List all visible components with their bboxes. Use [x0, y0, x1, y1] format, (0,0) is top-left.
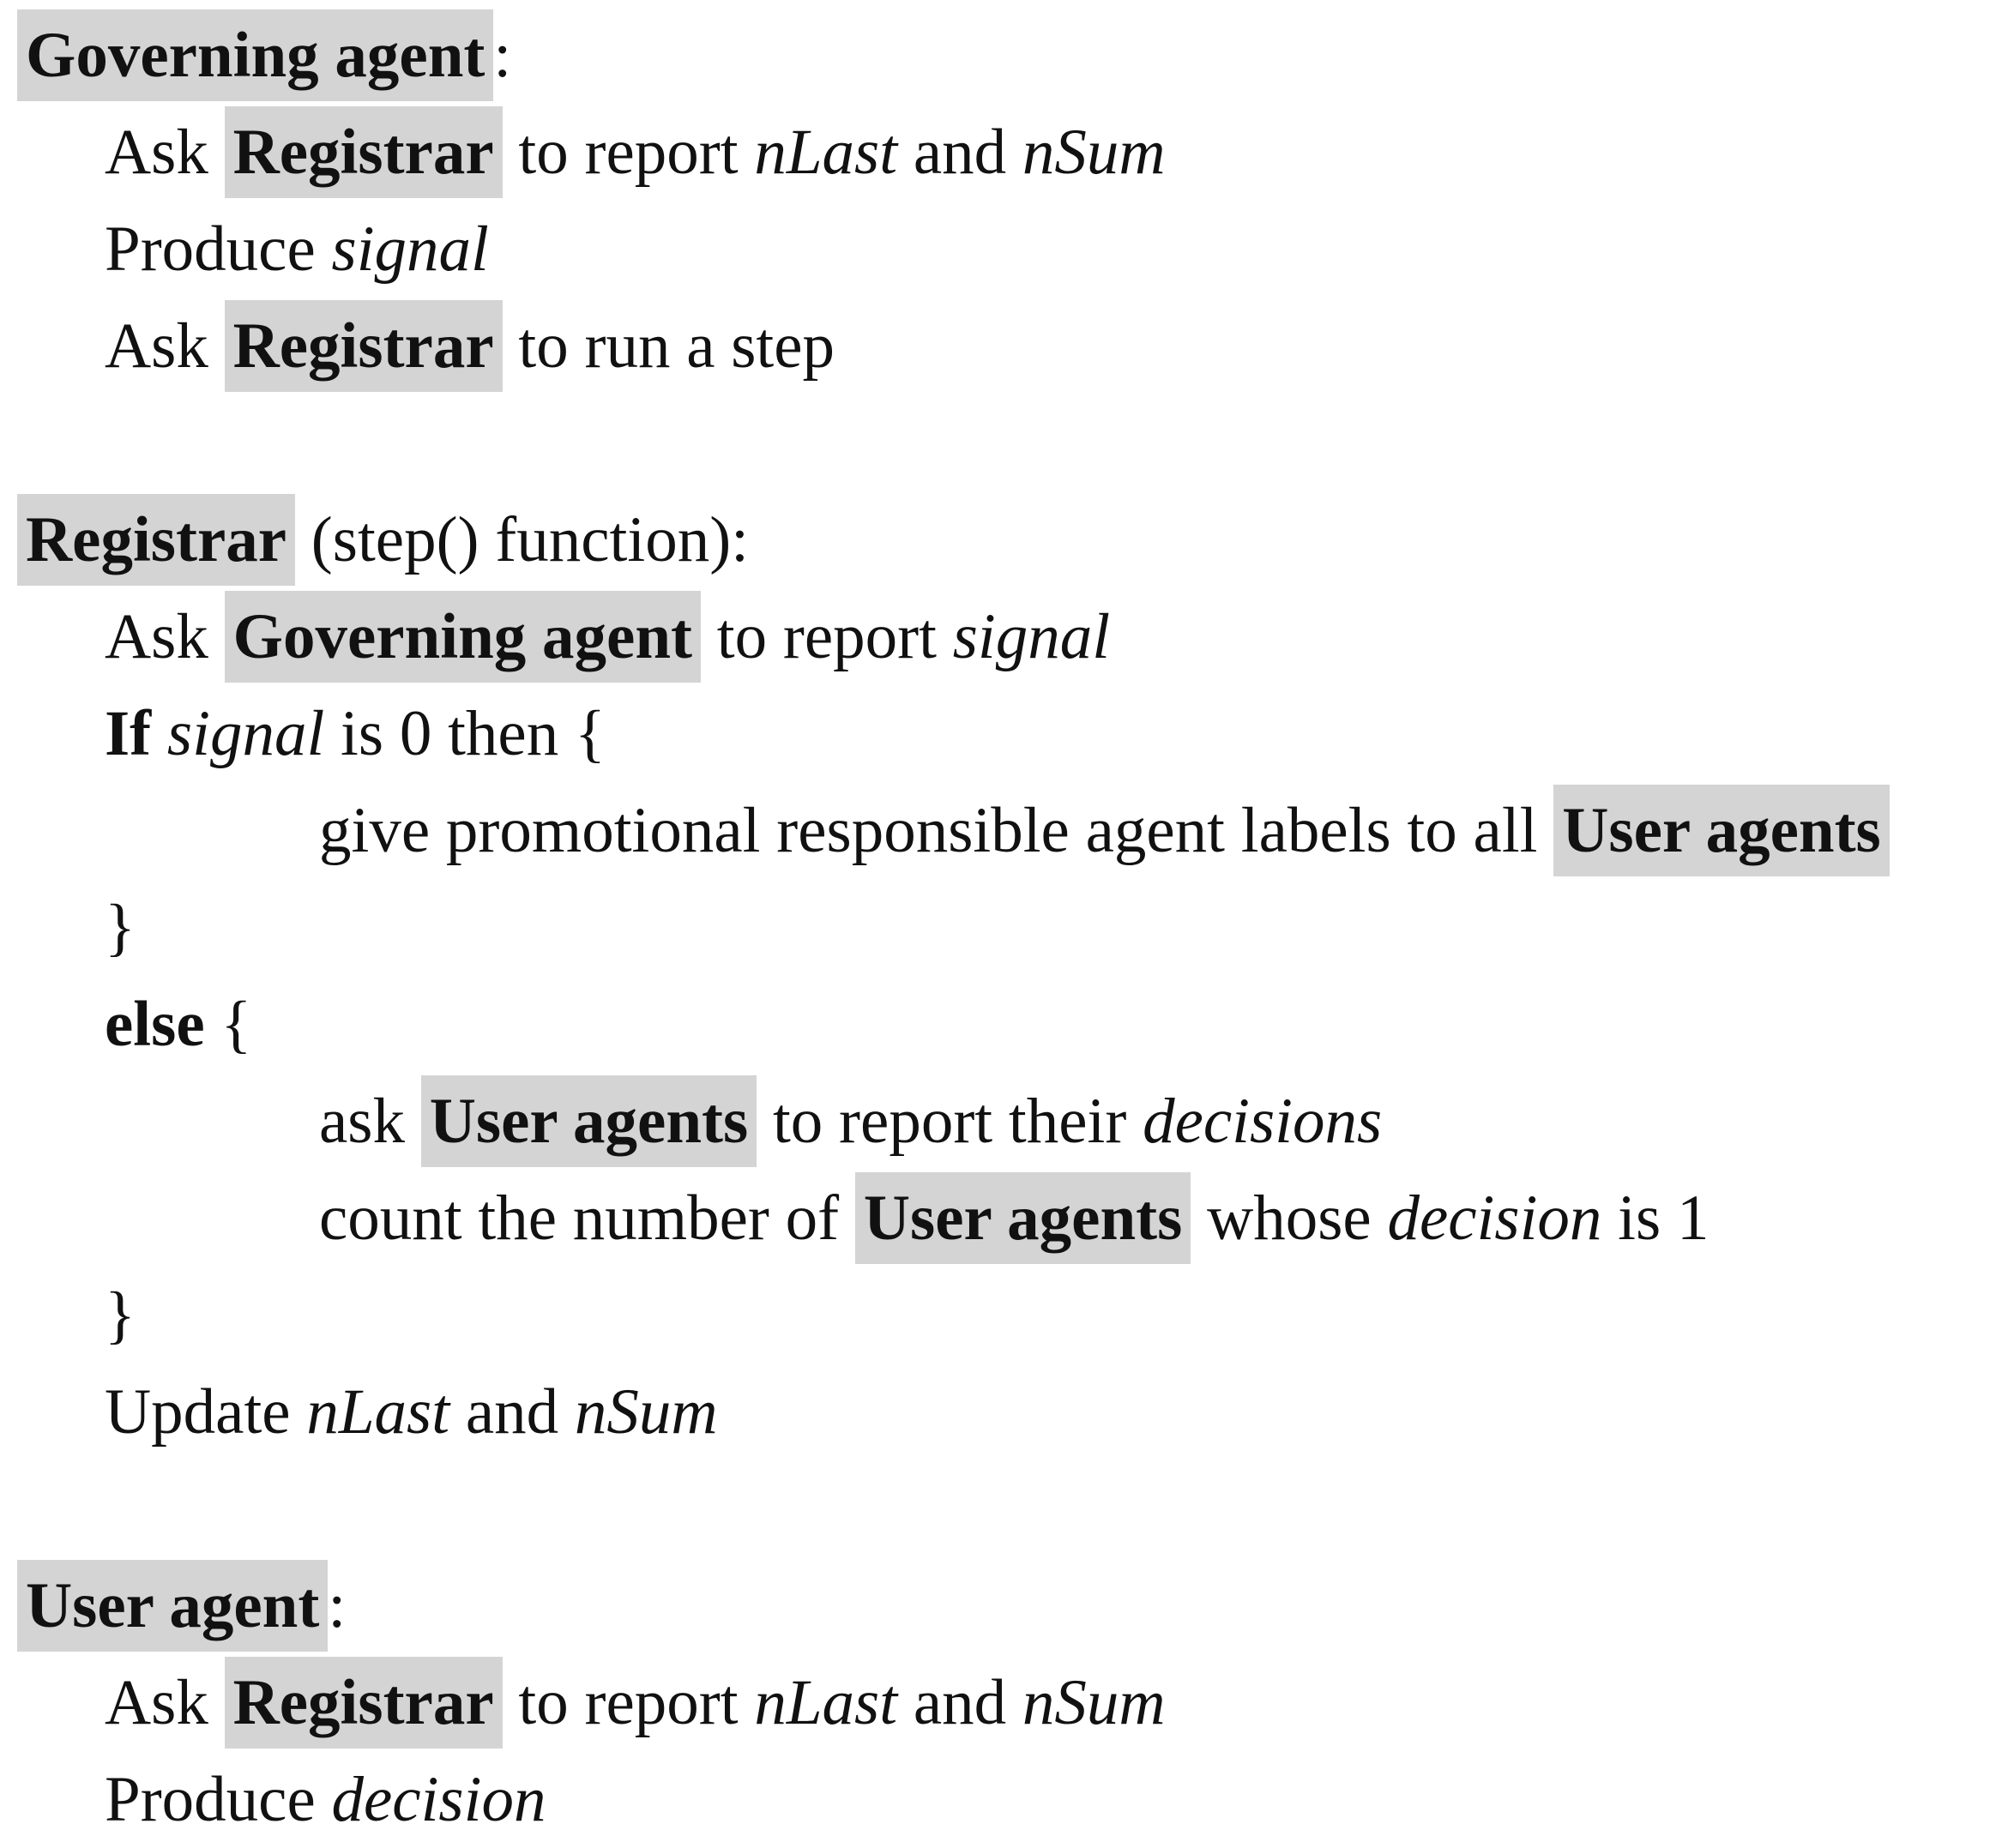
text-run: nSum: [574, 1376, 718, 1448]
code-line: Produce decision: [17, 1751, 1990, 1848]
text-run: signal: [952, 601, 1111, 672]
text-run: Ask: [105, 1667, 225, 1738]
text-run: [151, 698, 167, 769]
text-run: Ask: [105, 310, 225, 382]
text-run: ask: [319, 1086, 421, 1157]
code-line: count the number of User agents whose de…: [17, 1170, 1990, 1267]
code-line: Ask Registrar to run a step: [17, 298, 1990, 394]
text-run: signal: [331, 214, 489, 285]
highlighted-term: User agent: [17, 1560, 329, 1652]
text-run: decisions: [1143, 1086, 1383, 1157]
code-line: Update nLast and nSum: [17, 1363, 1990, 1460]
text-run: Update: [105, 1376, 307, 1448]
text-run: to report their: [757, 1086, 1143, 1157]
text-run: nLast: [306, 1376, 450, 1448]
text-run: else: [105, 989, 205, 1060]
text-run: is 0 then {: [324, 698, 606, 769]
highlighted-term: User agents: [854, 1172, 1191, 1264]
code-line: }: [17, 879, 1990, 976]
text-run: nLast: [754, 117, 898, 188]
text-run: is 1: [1601, 1183, 1710, 1254]
highlighted-term: Governing agent: [224, 591, 702, 683]
highlighted-term: Governing agent: [17, 9, 494, 101]
text-run: to report: [502, 117, 755, 188]
code-line: give promotional responsible agent label…: [17, 782, 1990, 879]
text-run: Produce: [105, 214, 332, 285]
text-run: {: [204, 989, 252, 1060]
code-line: Ask Governing agent to report signal: [17, 588, 1990, 685]
text-run: to report: [502, 1667, 755, 1738]
code-line: If signal is 0 then {: [17, 685, 1990, 782]
highlighted-term: Registrar: [17, 494, 296, 586]
code-line: Ask Registrar to report nLast and nSum: [17, 1654, 1990, 1751]
highlighted-term: Registrar: [224, 106, 503, 198]
code-line: Registrar (step() function):: [17, 491, 1990, 588]
text-run: decision: [1387, 1183, 1602, 1254]
text-run: and: [897, 1667, 1022, 1738]
text-run: decision: [331, 1764, 546, 1835]
code-line: Governing agent:: [17, 7, 1990, 104]
highlighted-term: Registrar: [224, 1657, 503, 1749]
text-run: nLast: [754, 1667, 898, 1738]
text-run: (step() function):: [295, 504, 750, 575]
code-line: else {: [17, 976, 1990, 1073]
text-run: If: [105, 698, 152, 769]
text-run: nSum: [1022, 117, 1166, 188]
text-run: Produce: [105, 1764, 332, 1835]
text-run: to report: [701, 601, 953, 672]
text-run: }: [105, 892, 136, 963]
text-run: to run a step: [502, 310, 835, 382]
text-run: and: [897, 117, 1022, 188]
highlighted-term: Registrar: [224, 300, 503, 392]
text-run: nSum: [1022, 1667, 1166, 1738]
pseudocode-block: Governing agent:Ask Registrar to report …: [17, 7, 1990, 1848]
code-line: User agent:: [17, 1557, 1990, 1654]
code-line: }: [17, 1267, 1990, 1363]
code-line: Ask Registrar to report nLast and nSum: [17, 104, 1990, 201]
text-run: :: [328, 1570, 347, 1641]
blank-line: [17, 1460, 1990, 1557]
text-run: Ask: [105, 601, 225, 672]
highlighted-term: User agents: [420, 1075, 757, 1167]
code-line: Produce signal: [17, 201, 1990, 298]
text-run: count the number of: [319, 1183, 855, 1254]
highlighted-term: User agents: [1553, 785, 1890, 876]
text-run: give promotional responsible agent label…: [319, 795, 1554, 866]
text-run: :: [493, 20, 512, 91]
code-line: ask User agents to report their decision…: [17, 1073, 1990, 1170]
text-run: whose: [1191, 1183, 1388, 1254]
blank-line: [17, 394, 1990, 491]
text-run: signal: [166, 698, 325, 769]
text-run: }: [105, 1279, 136, 1351]
text-run: and: [449, 1376, 575, 1448]
text-run: Ask: [105, 117, 225, 188]
